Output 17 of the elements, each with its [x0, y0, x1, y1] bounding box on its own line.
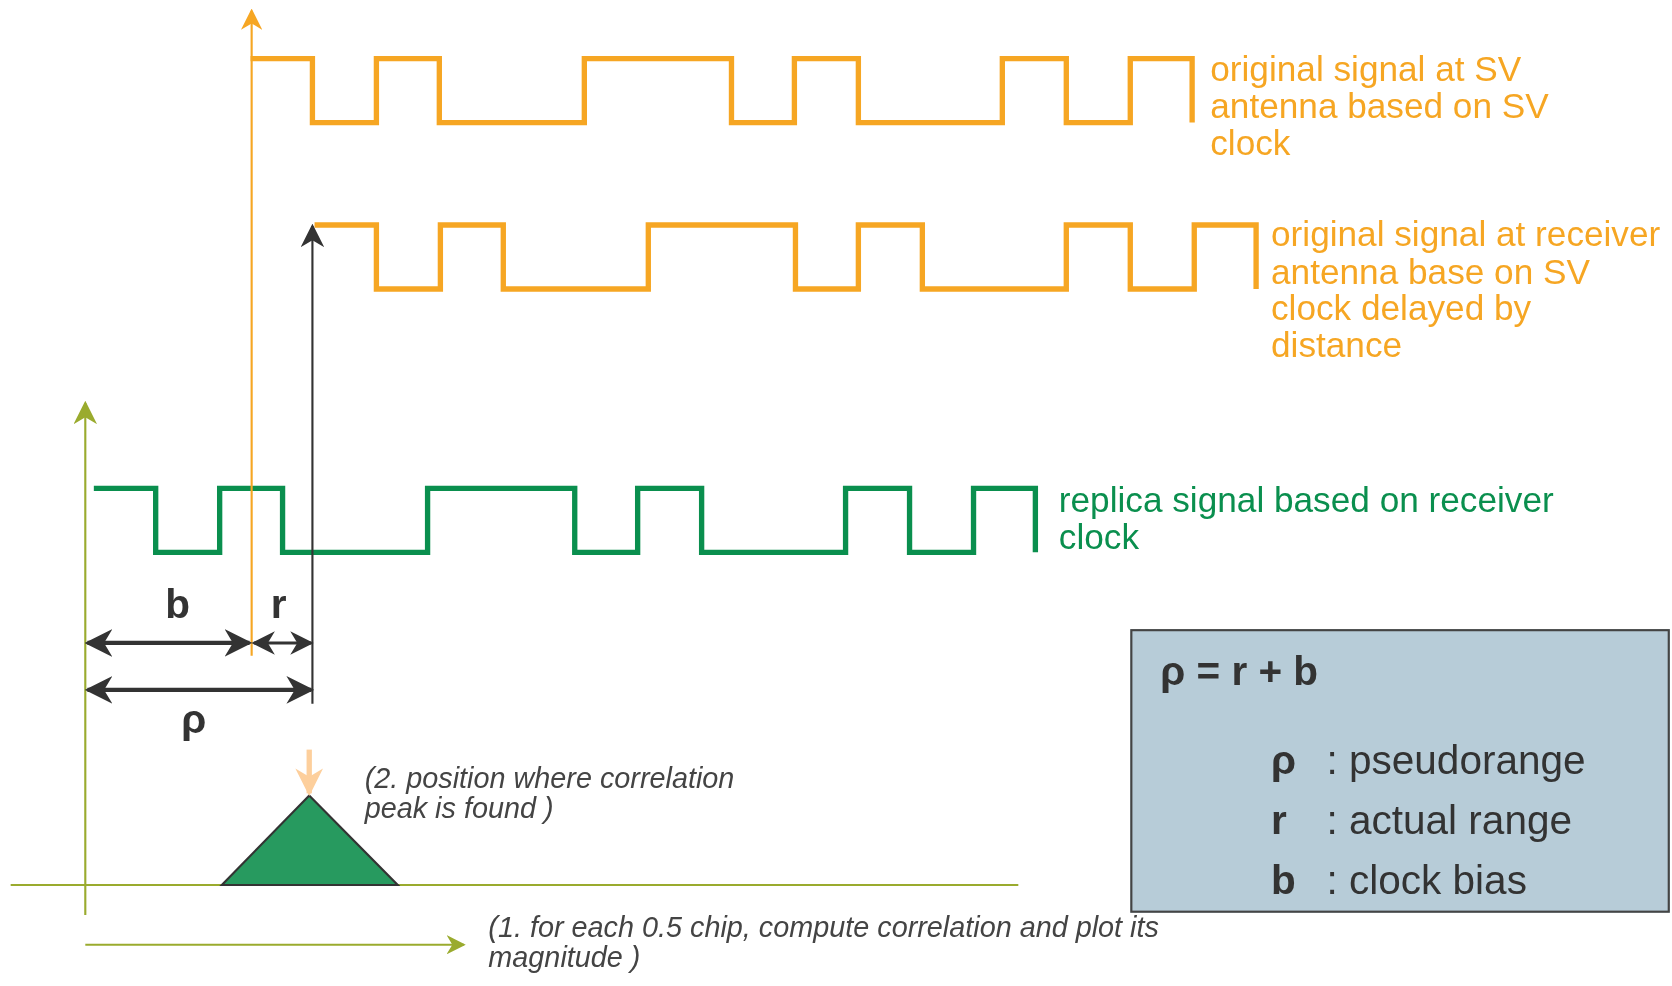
- definition-text: : pseudorange: [1326, 737, 1586, 784]
- arrow: [295, 749, 324, 797]
- dimension-label: r: [270, 584, 287, 627]
- signal-label: original signal at receiver antenna base on SV clock delayed by distance: [1271, 216, 1662, 365]
- definition-text: : actual range: [1326, 797, 1572, 844]
- annotation-note: (1. for each 0.5 chip, compute correlation and plot its magnitude ): [488, 912, 1160, 974]
- dimension-label: b: [165, 584, 191, 627]
- equation: ρ = r + b: [1160, 648, 1319, 695]
- symbol: ρ: [1271, 737, 1297, 784]
- definition-text: : clock bias: [1326, 857, 1527, 904]
- signal-label: replica signal based on receiver clock: [1058, 481, 1555, 556]
- annotation-note: (2. position where correlation peak is found ): [364, 763, 736, 824]
- signal-label: original signal at SV antenna based on SV clock: [1210, 51, 1550, 163]
- dimension-label: ρ: [181, 698, 207, 741]
- symbol: b: [1271, 857, 1296, 904]
- symbol: r: [1271, 797, 1287, 844]
- definition-box: [1130, 629, 1670, 913]
